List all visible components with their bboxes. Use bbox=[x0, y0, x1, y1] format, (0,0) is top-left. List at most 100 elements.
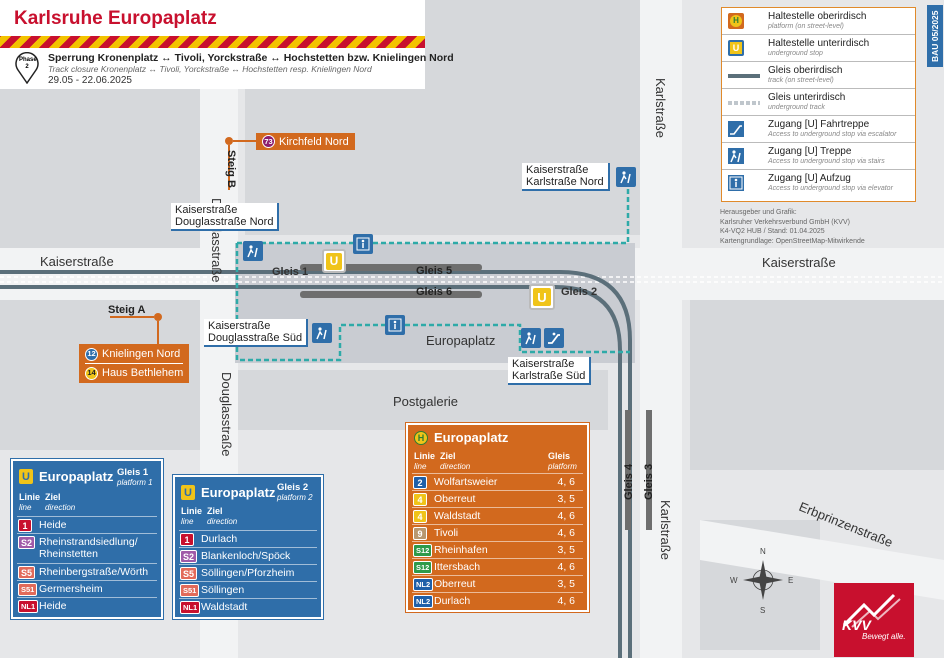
compass-w: W bbox=[730, 576, 738, 585]
table-title: Europaplatz bbox=[39, 469, 114, 484]
stairs-icon[interactable] bbox=[312, 323, 332, 343]
line-badge: S12 bbox=[413, 561, 433, 574]
platform-value: 3, 5 bbox=[557, 493, 575, 505]
legend-row: H Haltestelle oberirdisch platform (on s… bbox=[722, 8, 915, 35]
track-label-gleis2: Gleis 2 bbox=[561, 286, 597, 298]
track-label-gleis3: Gleis 3 bbox=[643, 464, 655, 500]
line-badge: S12 bbox=[413, 544, 433, 557]
exit-label-douglas-sued: Kaiserstraße Douglasstraße Süd bbox=[204, 319, 309, 347]
bus-line-badge: 14 bbox=[85, 366, 98, 380]
line-badge: S51 bbox=[18, 583, 38, 596]
destination: Oberreut bbox=[434, 493, 476, 505]
line-badge: 4 bbox=[413, 510, 427, 523]
warning-stripe bbox=[0, 36, 425, 48]
bus-destination: Knielingen Nord bbox=[102, 348, 181, 360]
bus-label-73[interactable]: 73 Kirchfeld Nord bbox=[256, 133, 355, 150]
steig-a-pin[interactable] bbox=[154, 313, 162, 321]
track-label-gleis5: Gleis 5 bbox=[416, 265, 452, 277]
line-badge: 1 bbox=[180, 533, 194, 546]
phase-pin-icon: Phase 2 bbox=[14, 51, 40, 85]
destination: Rheinstrandsiedlung/ Rheinstetten bbox=[39, 536, 138, 560]
legend-row: Gleis oberirdisch track (on street-level… bbox=[722, 62, 915, 89]
bus-line-badge: 73 bbox=[262, 135, 275, 148]
escalator-icon bbox=[728, 121, 744, 137]
side-tag: BAU 05/2025 bbox=[927, 5, 943, 67]
escalator-icon[interactable] bbox=[544, 328, 564, 348]
legend-sublabel: track (on street-level) bbox=[768, 77, 834, 84]
platform-value: 4, 6 bbox=[557, 476, 575, 488]
track-label-gleis4: Gleis 4 bbox=[623, 463, 635, 500]
underground-stop-marker[interactable]: U bbox=[529, 284, 555, 310]
legend-sublabel: Access to underground stop via escalator bbox=[768, 131, 897, 138]
platform-value: 4, 6 bbox=[557, 527, 575, 539]
legend-label: Haltestelle unterirdisch bbox=[768, 38, 870, 49]
surface-stop-marker[interactable]: U bbox=[322, 249, 346, 273]
table-header: U Europaplatz bbox=[19, 469, 113, 484]
bus-group-steig-a[interactable]: 12 Knielingen Nord 14 Haus Bethlehem bbox=[79, 344, 190, 383]
street-label-kaiserstrasse-east: Kaiserstraße bbox=[762, 255, 836, 270]
exit-label-douglas-nord: Kaiserstraße Douglasstraße Nord bbox=[171, 203, 280, 231]
line-badge: NL1 bbox=[18, 600, 39, 613]
elevator-icon[interactable] bbox=[353, 234, 373, 254]
kvv-slogan: Bewegt alle. bbox=[862, 632, 906, 641]
underground-track-icon bbox=[728, 101, 760, 105]
publisher-line: K4-VQ2 HUB / Stand: 01.04.2025 bbox=[720, 228, 825, 235]
table-title: Europaplatz bbox=[434, 430, 509, 445]
phase-label: Phase 2 bbox=[19, 57, 37, 70]
u-stop-icon: U bbox=[19, 469, 33, 484]
closure-text-en: Track closure Kronenplatz ↔ Tivoli, Yorc… bbox=[48, 64, 372, 74]
legend-sublabel: underground stop bbox=[768, 50, 823, 57]
table-header: U Europaplatz bbox=[181, 485, 275, 500]
destination: Wolfartsweier bbox=[434, 476, 498, 488]
legend-label: Haltestelle oberirdisch bbox=[768, 11, 867, 22]
kvv-logo[interactable]: KVV Bewegt alle. bbox=[834, 583, 914, 657]
legend-label: Zugang [U] Aufzug bbox=[768, 173, 851, 184]
destination: Waldstadt bbox=[201, 601, 248, 613]
destination: Durlach bbox=[201, 533, 238, 545]
table-row: 2 Wolfartsweier 4, 6 bbox=[412, 473, 583, 490]
steig-a-label: Steig A bbox=[108, 304, 146, 316]
stairs-icon[interactable] bbox=[616, 167, 636, 187]
publisher-line: Karlsruher Verkehrsverbund GmbH (KVV) bbox=[720, 218, 850, 226]
table-title: Europaplatz bbox=[201, 485, 276, 500]
underground-stop-icon: U bbox=[728, 40, 744, 56]
destination: Heide bbox=[39, 519, 67, 531]
destination: Durlach bbox=[434, 595, 471, 607]
legend-row: Zugang [U] Fahrtreppe Access to undergro… bbox=[722, 116, 915, 143]
stairs-icon[interactable] bbox=[243, 241, 263, 261]
legend-sublabel: Access to underground stop via stairs bbox=[768, 158, 885, 165]
surface-track-icon bbox=[728, 74, 760, 78]
steig-b-pin[interactable] bbox=[225, 137, 233, 145]
line-badge: 2 bbox=[413, 476, 427, 489]
platform-value: 4, 6 bbox=[557, 510, 575, 522]
legend-sublabel: underground track bbox=[768, 104, 825, 111]
legend-row: Zugang [U] Aufzug Access to underground … bbox=[722, 170, 915, 197]
elevator-icon[interactable] bbox=[385, 315, 405, 335]
street-label-europaplatz: Europaplatz bbox=[426, 333, 495, 348]
stairs-icon[interactable] bbox=[521, 328, 541, 348]
h-stop-icon: H bbox=[414, 430, 428, 445]
publisher-info: Herausgeber und Grafik: Karlsruher Verke… bbox=[720, 208, 865, 246]
destination: Blankenloch/Spöck bbox=[201, 550, 291, 562]
line-badge: NL1 bbox=[180, 601, 201, 614]
legend: H Haltestelle oberirdisch platform (on s… bbox=[721, 7, 916, 202]
elevator-icon bbox=[728, 175, 744, 191]
legend-label: Zugang [U] Treppe bbox=[768, 146, 852, 157]
closure-text-de: Sperrung Kronenplatz ↔ Tivoli, Yorckstra… bbox=[48, 52, 454, 64]
legend-row: U Haltestelle unterirdisch underground s… bbox=[722, 35, 915, 62]
